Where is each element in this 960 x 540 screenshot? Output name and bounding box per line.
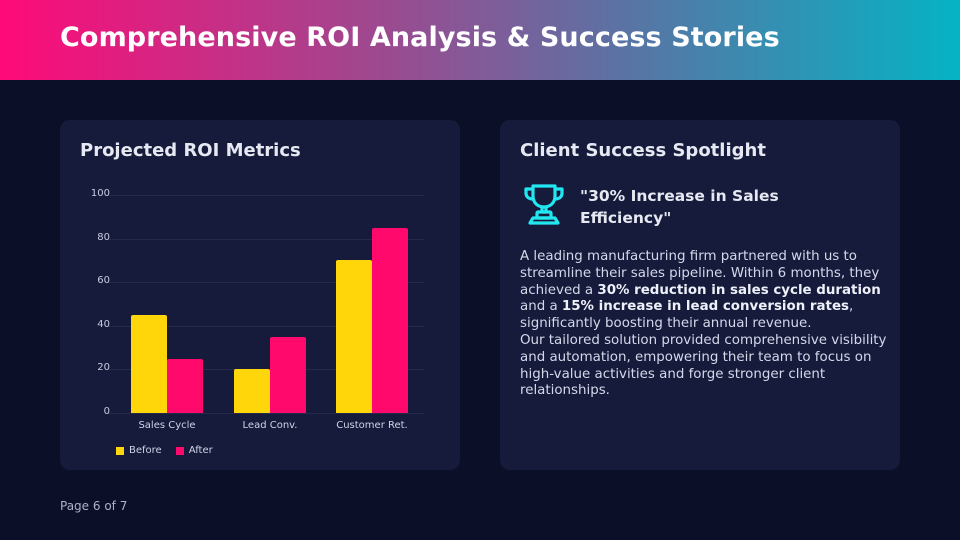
legend-label-before: Before — [129, 445, 162, 456]
spotlight-body: A leading manufacturing firm partnered w… — [520, 249, 890, 400]
legend-item-before: Before — [116, 445, 162, 456]
body-text: , significantly boosting their annual re… — [520, 299, 854, 332]
y-axis-tick: 20 — [97, 362, 110, 374]
roi-card-title: Projected ROI Metrics — [80, 140, 301, 161]
gridline — [108, 325, 424, 327]
trophy-icon — [524, 184, 564, 225]
y-axis-tick: 80 — [97, 231, 110, 243]
chart-legend: Before After — [116, 445, 227, 456]
legend-swatch-after — [175, 446, 184, 455]
bar-after-1 — [270, 336, 306, 413]
spotlight-headline: "30% Increase in Sales Efficiency" — [580, 187, 779, 227]
gridline — [108, 413, 424, 414]
bar-before-1 — [234, 369, 270, 413]
legend-swatch-before — [116, 446, 124, 455]
x-axis-label: Lead Conv. — [242, 420, 298, 431]
gridline — [108, 195, 424, 196]
body-text: and a — [520, 299, 562, 315]
x-axis-label: Customer Ret. — [336, 420, 408, 431]
gridline — [108, 282, 424, 284]
bar-after-0 — [167, 358, 203, 413]
body-highlight-sales-cycle: 30% reduction in sales cycle duration — [597, 282, 881, 298]
y-axis-tick: 40 — [97, 318, 110, 330]
body-paragraph-2: Our tailored solution provided comprehen… — [520, 332, 887, 399]
body-text: A leading manufacturing firm partnered w… — [520, 249, 880, 298]
y-axis-tick: 100 — [90, 188, 110, 199]
client-spotlight-card: Client Success Spotlight "30% Increase i… — [500, 120, 900, 470]
y-axis-tick: 60 — [97, 275, 110, 287]
body-highlight-lead-conversion: 15% increase in lead conversion rates — [561, 299, 850, 315]
page-title: Comprehensive ROI Analysis & Success Sto… — [60, 22, 780, 53]
bar-before-0 — [131, 314, 167, 413]
y-axis-tick: 0 — [103, 406, 110, 417]
legend-label-after: After — [188, 445, 213, 456]
bar-after-2 — [372, 227, 408, 413]
header-banner: Comprehensive ROI Analysis & Success Sto… — [0, 0, 960, 80]
page-indicator: Page 6 of 7 — [60, 499, 128, 513]
legend-item-after: After — [175, 445, 213, 456]
gridline — [108, 238, 424, 240]
bar-before-2 — [336, 260, 372, 413]
x-axis-label: Sales Cycle — [138, 420, 196, 431]
spotlight-title: Client Success Spotlight — [520, 140, 766, 161]
